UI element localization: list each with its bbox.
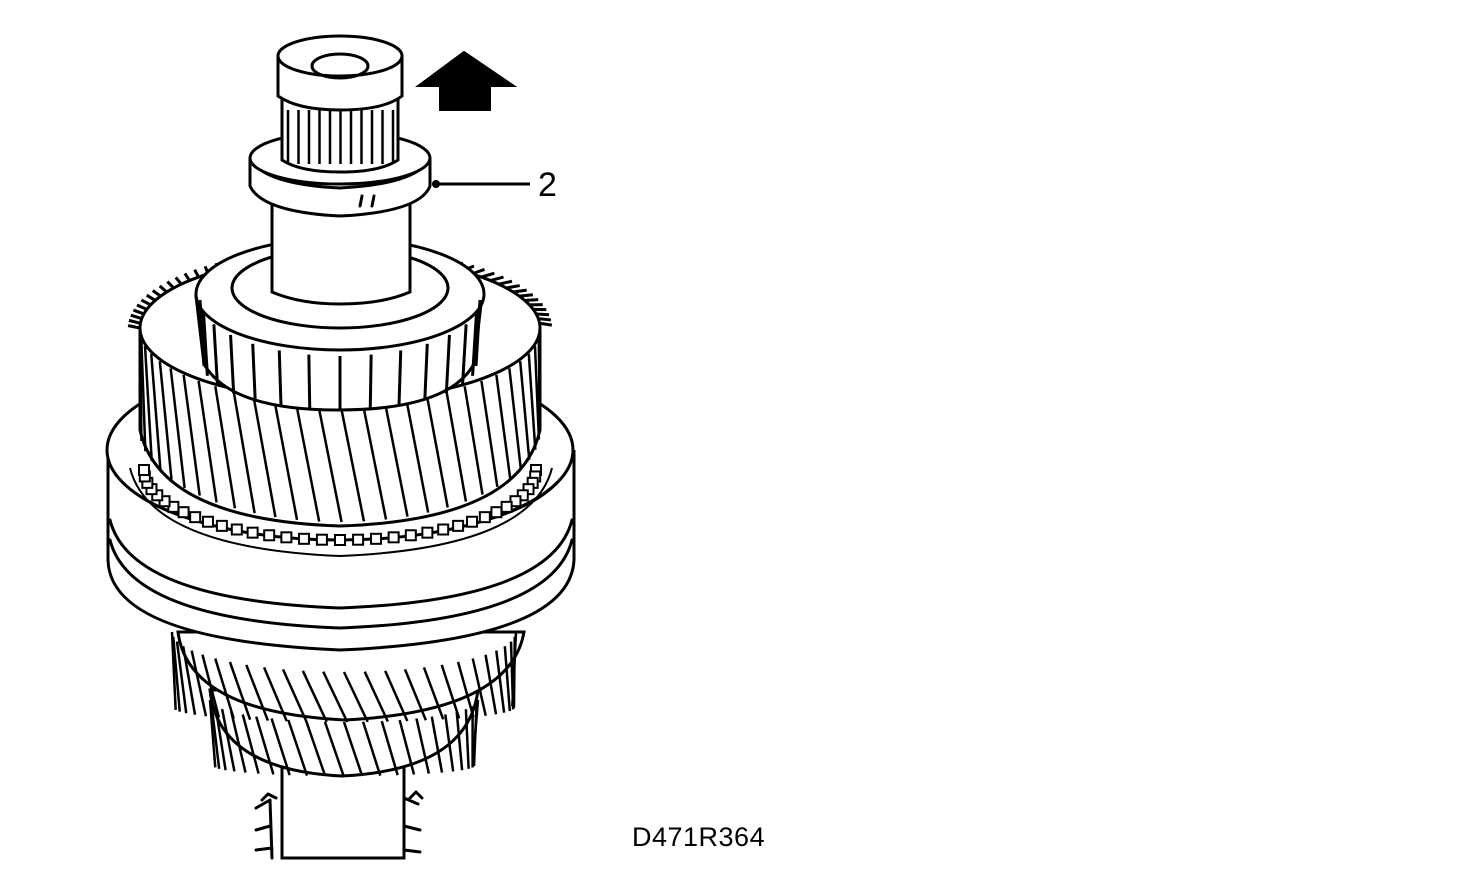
callout-label-2: 2 xyxy=(538,166,557,204)
upper-shaft xyxy=(248,34,432,306)
lower-shaft xyxy=(254,748,424,860)
drawing-code: D471R364 xyxy=(632,822,766,852)
arrow-up-icon xyxy=(414,50,518,111)
lower-helical-gear xyxy=(170,630,526,778)
callout-leader xyxy=(432,180,530,188)
